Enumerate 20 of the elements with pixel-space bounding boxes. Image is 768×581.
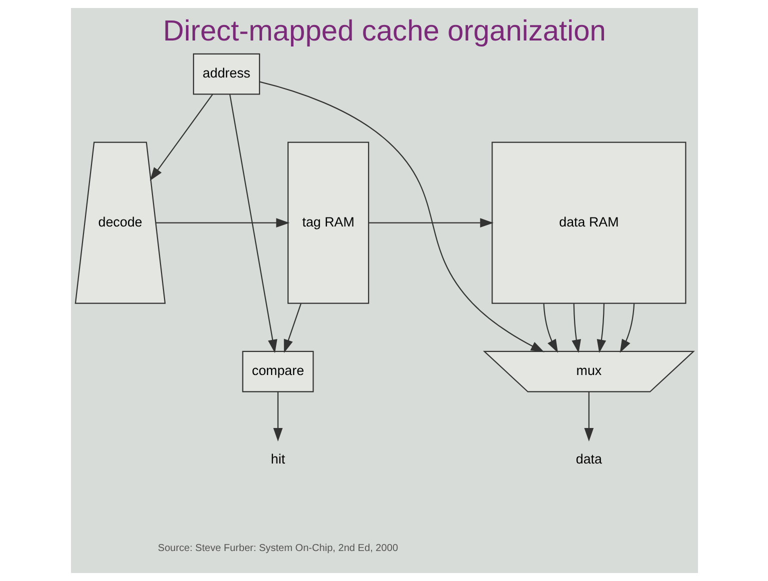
arrow: [542, 304, 558, 353]
node-box: tag RAM: [286, 142, 369, 304]
arrow: [571, 304, 580, 354]
arrow: [283, 303, 301, 353]
arrow: [259, 81, 544, 352]
arrow: [619, 304, 634, 353]
arrow: [149, 94, 213, 181]
node-box: compare: [242, 350, 314, 392]
arrow: [272, 392, 282, 442]
caption: Source: Steve Furber: System On-Chip, 2nd Ed, 2000: [157, 542, 398, 554]
node-box: address: [192, 53, 260, 95]
node-text: data: [575, 451, 602, 466]
arrow: [368, 218, 494, 228]
arrow: [584, 392, 594, 442]
arrow: [156, 218, 290, 228]
diagram-title: Direct-mapped cache organization: [162, 15, 606, 48]
arrow: [596, 304, 606, 354]
node-box: data RAM: [491, 142, 686, 304]
node-text: hit: [270, 451, 285, 466]
arrow: [228, 94, 277, 354]
